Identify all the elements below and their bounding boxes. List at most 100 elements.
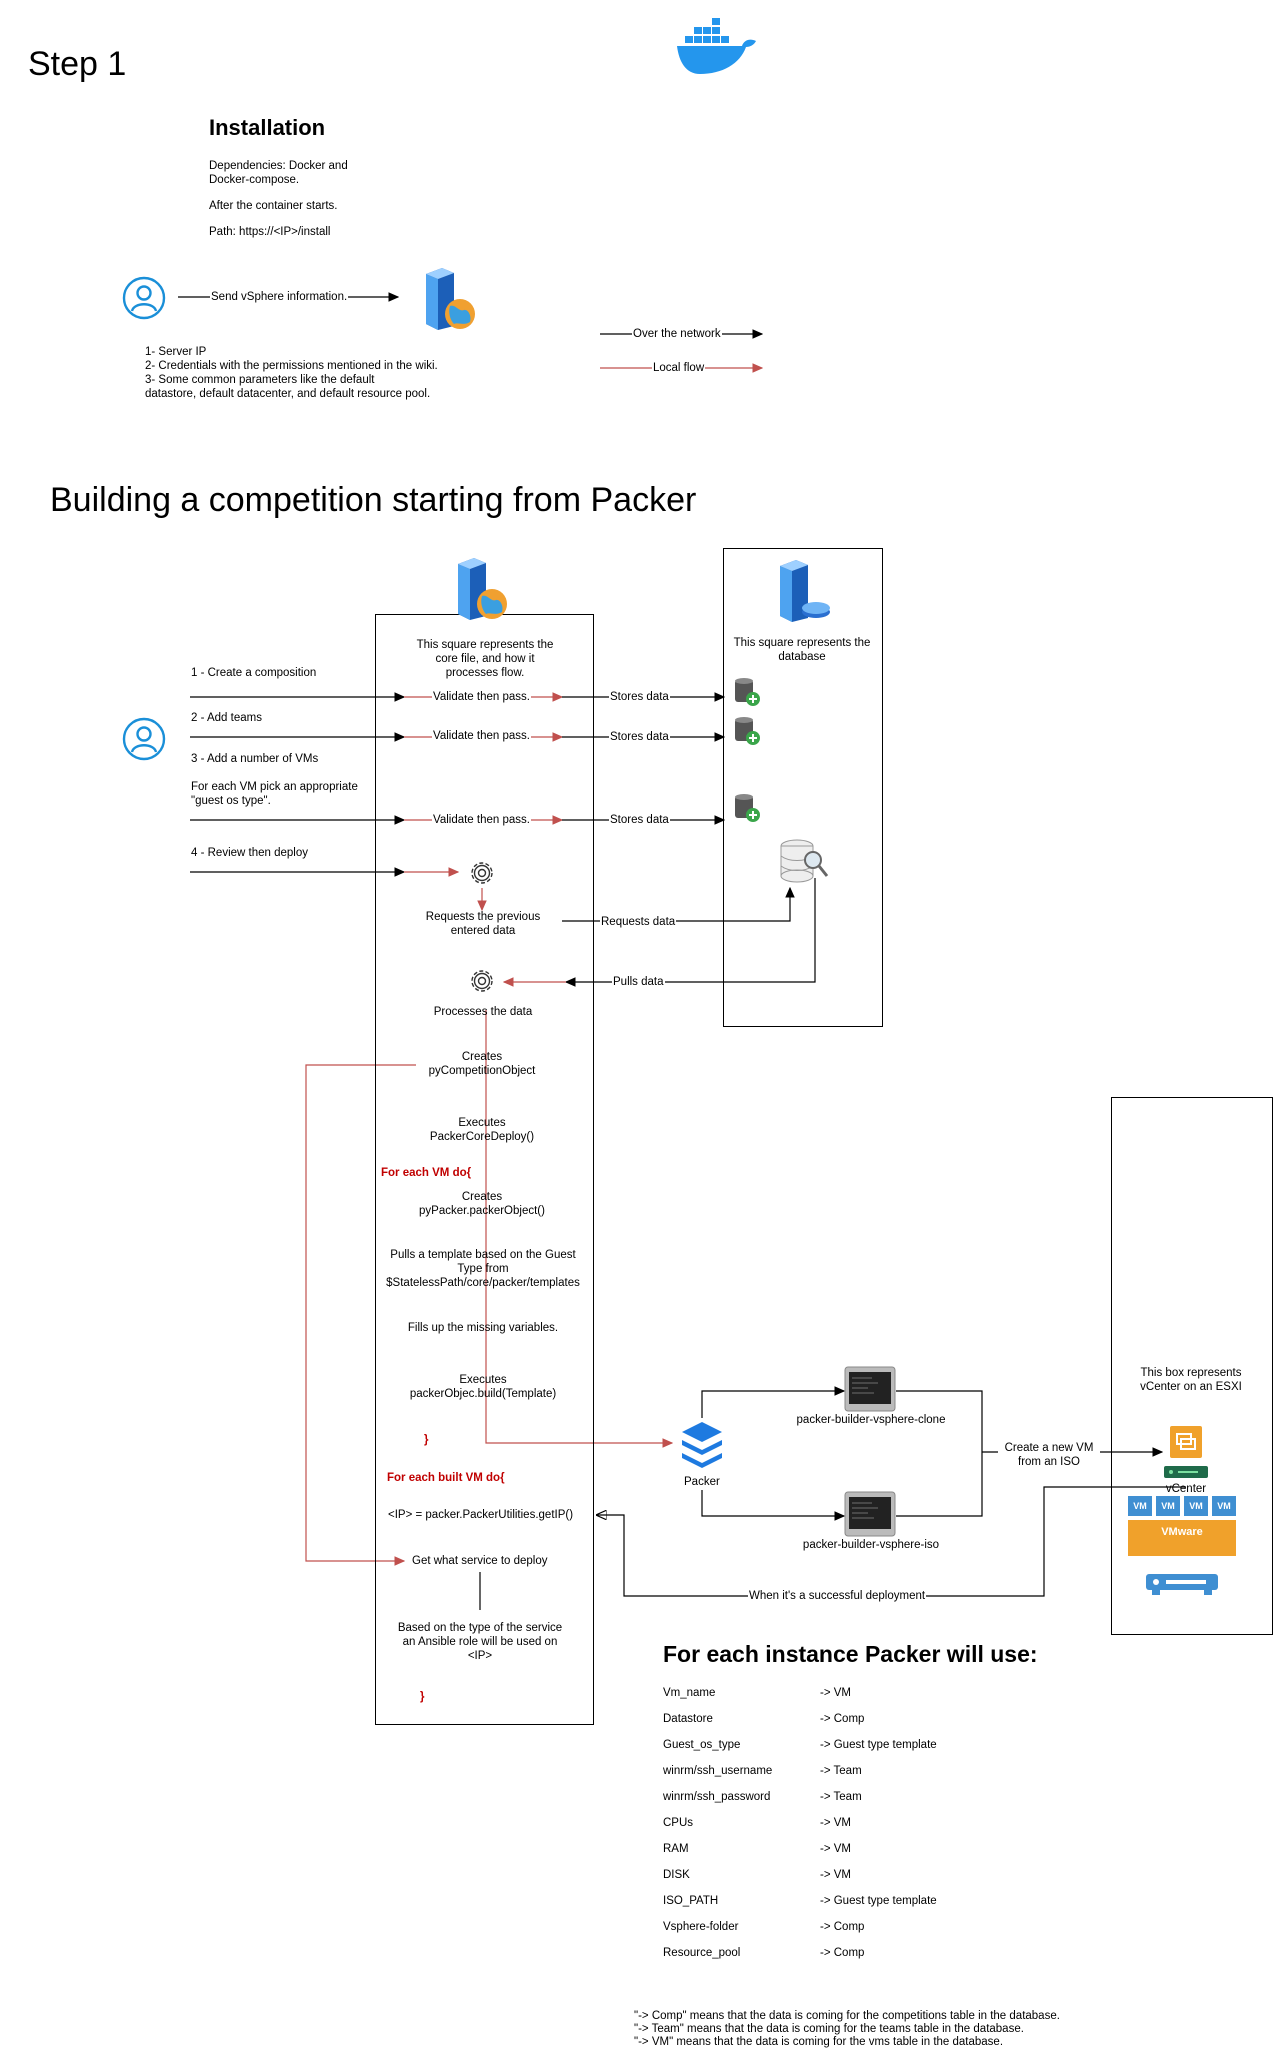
user-step-4: 4 - Review then deploy [191,847,308,859]
vmware-esxi-icon: VM VM VM VM VMware [1128,1496,1236,1595]
vm-text: VM [1217,1501,1231,1511]
install-path-text: Path: https://<IP>/install [209,226,331,238]
user-step-1: 1 - Create a composition [191,667,317,679]
stores-label-3: Stores data [609,813,670,827]
footnote-comp: "-> Comp" means that the data is coming … [634,2010,1060,2022]
terminal-icon [844,1491,896,1537]
vm-text: VM [1161,1501,1175,1511]
instance-field-name: ISO_PATH [663,1895,719,1907]
instance-field-name: Vsphere-folder [663,1921,739,1933]
for-each-vm-label: For each VM do{ [381,1167,472,1179]
instance-field-source: -> Team [820,1791,862,1803]
ansible-label: Based on the type of the service an Ansi… [397,1622,563,1662]
requests-previous-label: Requests the previous entered data [425,911,541,937]
vcenter-label: vCenter [1165,1483,1207,1495]
instance-field-name: Datastore [663,1713,713,1725]
close-brace-2: } [420,1691,425,1703]
instance-field-name: Vm_name [663,1687,716,1699]
core-server-icon [458,558,507,620]
gear-icon [471,970,493,992]
database-box [723,548,883,1027]
pulls-data-label: Pulls data [612,975,665,989]
note-4: datastore, default datacenter, and defau… [145,388,431,400]
legend-network-label: Over the network [632,327,722,341]
pulls-template-label: Pulls a template based on the Guest Type… [386,1249,580,1289]
instance-field-source: -> VM [820,1869,851,1881]
user-icon [122,276,166,320]
packer-layers-icon [682,1422,722,1468]
instance-field-source: -> VM [820,1843,851,1855]
user-step-3: 3 - Add a number of VMs [191,753,319,765]
instance-field-name: RAM [663,1843,689,1855]
core-description: This square represents the core file, an… [416,639,554,679]
executes-core-label: Executes PackerCoreDeploy() [429,1117,535,1143]
instance-field-source: -> Comp [820,1713,865,1725]
iso-builder-label: packer-builder-vsphere-iso [802,1539,940,1551]
legend-local-label: Local flow [652,361,706,375]
docker-logo-icon [677,18,756,74]
processes-label: Processes the data [433,1006,533,1018]
database-search-icon [780,839,829,883]
user-icon-2 [122,717,166,761]
section-title: Building a competition starting from Pac… [50,481,697,519]
footnote-vm: "-> VM" means that the data is coming fo… [634,2036,1004,2048]
terminal-icon [844,1366,896,1412]
validate-label-1: Validate then pass. [432,690,531,704]
note-2: 2- Credentials with the permissions ment… [145,360,438,372]
create-vm-label: Create a new VM from an ISO [998,1441,1100,1469]
user-step-3-note: For each VM pick an appropriate "guest o… [191,781,358,807]
database-server-icon [780,560,830,622]
instance-field-name: winrm/ssh_username [663,1765,773,1777]
fills-label: Fills up the missing variables. [407,1322,559,1334]
vcenter-icon [1164,1426,1208,1478]
instance-field-source: -> VM [820,1687,851,1699]
database-add-icon [735,717,760,745]
vm-text: VM [1133,1501,1147,1511]
vmware-text: VMware [1161,1526,1203,1538]
validate-label-2: Validate then pass. [432,729,531,743]
instance-field-name: DISK [663,1869,690,1881]
database-add-icon [735,794,760,822]
instance-field-name: CPUs [663,1817,694,1829]
instance-field-name: winrm/ssh_password [663,1791,771,1803]
instance-field-source: -> Guest type template [820,1895,937,1907]
creates-comp-label: Creates pyCompetitionObject [428,1051,536,1077]
success-label: When it's a successful deployment [748,1589,927,1603]
instance-field-source: -> Comp [820,1947,865,1959]
stores-label-2: Stores data [609,730,670,744]
instance-field-name: Guest_os_type [663,1739,741,1751]
instance-field-source: -> Comp [820,1921,865,1933]
database-add-icon [735,678,760,706]
get-service-label: Get what service to deploy [411,1554,549,1568]
vcenter-description: This box represents vCenter on an ESXI [1140,1367,1242,1393]
close-brace-1: } [424,1434,429,1446]
web-server-icon [426,268,475,330]
instance-field-name: Resource_pool [663,1947,741,1959]
stores-label-1: Stores data [609,690,670,704]
instance-field-source: -> VM [820,1817,851,1829]
packer-label: Packer [684,1476,720,1488]
vm-text: VM [1189,1501,1203,1511]
instance-table-title: For each instance Packer will use: [663,1641,1038,1667]
footnote-team: "-> Team" means that the data is coming … [634,2023,1024,2035]
clone-builder-label: packer-builder-vsphere-clone [796,1414,946,1426]
for-each-built-label: For each built VM do{ [387,1472,505,1484]
database-description: This square represents the database [733,637,871,663]
creates-packer-label: Creates pyPacker.packerObject() [419,1191,545,1217]
instance-field-source: -> Team [820,1765,862,1777]
after-start-text: After the container starts. [209,200,338,212]
vcenter-box [1111,1097,1273,1635]
note-1: 1- Server IP [145,346,207,358]
validate-label-3: Validate then pass. [432,813,531,827]
step-title: Step 1 [28,45,127,83]
executes-build-label: Executes packerObjec.build(Template) [409,1374,557,1400]
dependencies-text: Dependencies: Docker and Docker-compose. [209,160,348,186]
user-step-2: 2 - Add teams [191,712,262,724]
getip-label: <IP> = packer.PackerUtilities.getIP() [387,1508,575,1522]
instance-field-source: -> Guest type template [820,1739,937,1751]
send-vsphere-label: Send vSphere information. [210,290,349,304]
note-3: 3- Some common parameters like the defau… [145,374,375,386]
requests-data-label: Requests data [600,915,677,929]
installation-title: Installation [209,115,326,140]
